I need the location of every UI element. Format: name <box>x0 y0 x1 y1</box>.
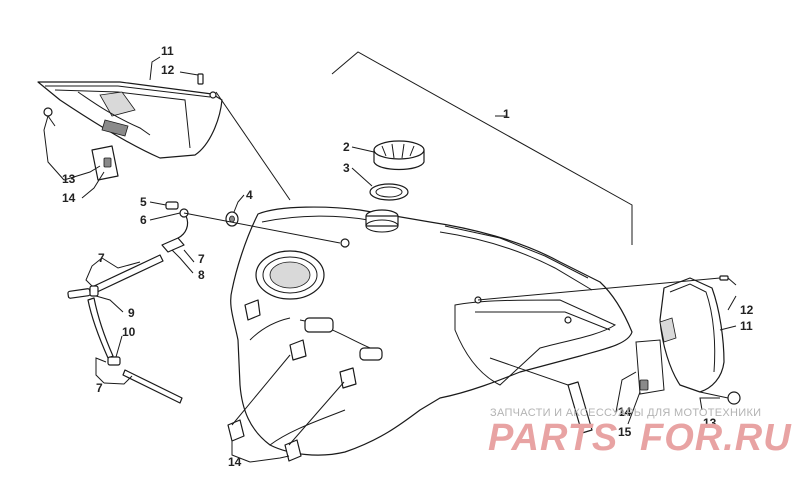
vent-fitting <box>161 201 189 253</box>
callout-5: 5 <box>140 195 147 209</box>
callout-8: 8 <box>198 268 205 282</box>
callout-15: 15 <box>618 425 632 439</box>
grommet <box>225 211 239 227</box>
callout-7-right: 7 <box>198 252 205 266</box>
callout-2: 2 <box>343 140 350 154</box>
callout-9: 9 <box>128 306 135 320</box>
callout-14-left: 14 <box>62 191 76 205</box>
watermark-brand-left: PARTS <box>488 417 618 459</box>
watermark: ЗАПЧАСТИ И АКСЕССУАРЫ ДЛЯ МОТОТЕХНИКИ PA… <box>488 407 792 459</box>
fuel-cap <box>373 140 425 171</box>
callout-10: 10 <box>122 325 136 339</box>
cap-gasket <box>369 183 409 201</box>
callout-14-right: 14 <box>618 405 632 419</box>
callout-1: 1 <box>503 107 510 121</box>
callout-7-upper: 7 <box>98 251 105 265</box>
callout-labels: 1 2 3 4 5 6 7 7 7 8 9 10 11 12 13 14 14 … <box>62 44 754 469</box>
watermark-caption: ЗАПЧАСТИ И АКСЕССУАРЫ ДЛЯ МОТОТЕХНИКИ <box>490 407 761 419</box>
assembly-bracket <box>331 51 633 245</box>
vent-hoses <box>67 254 183 404</box>
leader-lines <box>43 56 737 463</box>
right-side-panel <box>567 275 741 434</box>
fuel-tank <box>230 206 633 456</box>
callout-12-right: 12 <box>740 303 754 317</box>
callout-11-left: 11 <box>161 44 174 58</box>
watermark-brand-right: FOR.RU <box>640 417 792 459</box>
left-side-panel <box>37 73 223 181</box>
callout-13-right: 13 <box>703 416 717 430</box>
callout-13-left: 13 <box>62 172 76 186</box>
callout-7-lower: 7 <box>96 381 103 395</box>
callout-14-bottom: 14 <box>228 455 242 469</box>
callout-11-right: 11 <box>740 319 753 333</box>
callout-12-left: 12 <box>161 63 175 77</box>
callout-4: 4 <box>246 188 253 202</box>
callout-6: 6 <box>140 213 147 227</box>
callout-3: 3 <box>343 161 350 175</box>
panel-clips <box>227 419 302 462</box>
